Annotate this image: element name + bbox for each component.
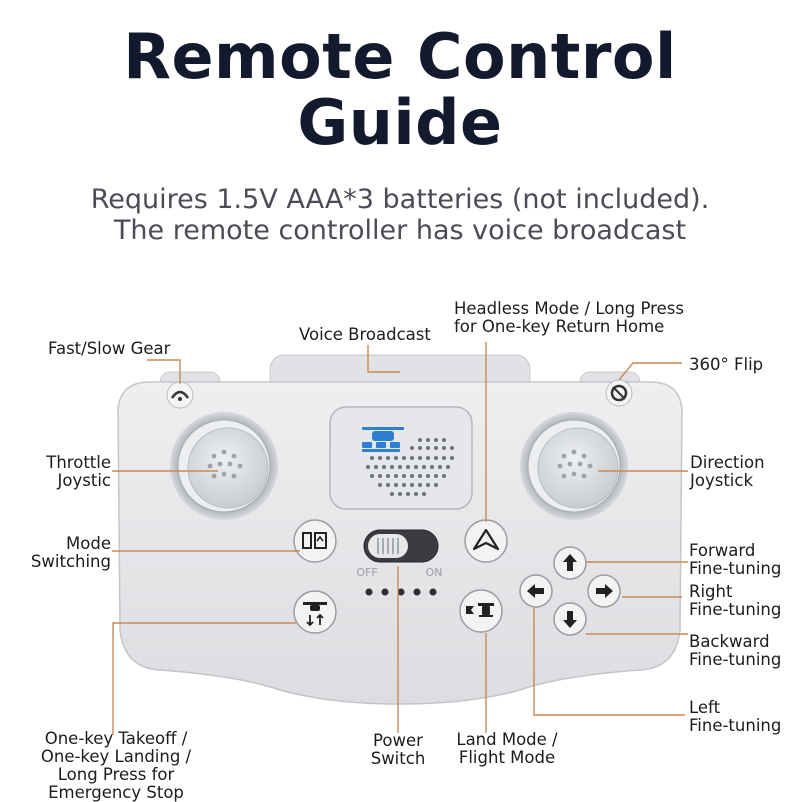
label-takeoff-line1: One-key Takeoff / bbox=[44, 729, 188, 748]
label-left-fine-tuning: Left Fine-tuning bbox=[689, 699, 781, 735]
power-switch bbox=[363, 529, 439, 563]
speaker-panel bbox=[329, 406, 473, 510]
label-forward-line2: Fine-tuning bbox=[689, 559, 782, 578]
label-land-line1: Land Mode / bbox=[456, 730, 558, 749]
label-left-line1: Left bbox=[689, 698, 721, 717]
line-voice bbox=[367, 345, 400, 373]
label-left-line2: Fine-tuning bbox=[689, 716, 782, 735]
label-land-mode: Land Mode / Flight Mode bbox=[446, 731, 568, 767]
label-land-line2: Flight Mode bbox=[458, 748, 556, 767]
mode-switch-button bbox=[293, 519, 337, 563]
drone-logo-icon bbox=[362, 427, 404, 452]
label-360-flip: 360° Flip bbox=[689, 355, 764, 374]
page-title-line2: Guide bbox=[297, 86, 503, 159]
label-power-line2: Switch bbox=[370, 749, 426, 768]
label-throttle-joystic: Throttle Joystic bbox=[46, 454, 111, 490]
label-direction-line2: Joystick bbox=[690, 471, 754, 490]
label-right-line1: Right bbox=[689, 582, 733, 601]
switch-on-label: ON bbox=[426, 566, 443, 579]
label-takeoff-line3: Long Press for bbox=[57, 765, 175, 784]
label-headless-line2: for One-key Return Home bbox=[454, 317, 665, 336]
throttle-joystick bbox=[170, 412, 278, 520]
label-headless-mode: Headless Mode / Long Press for One-key R… bbox=[454, 300, 684, 336]
label-power-line1: Power bbox=[373, 731, 423, 750]
label-forward-fine-tuning: Forward Fine-tuning bbox=[689, 542, 781, 578]
speaker-grille-icon bbox=[366, 438, 454, 496]
label-headless-line1: Headless Mode / Long Press bbox=[454, 299, 684, 318]
line-flip bbox=[618, 362, 682, 381]
line-left bbox=[533, 608, 685, 716]
label-backward-line1: Backward bbox=[689, 632, 770, 651]
indicator-lights bbox=[365, 588, 437, 596]
callout-lines bbox=[112, 342, 688, 735]
label-mode-line1: Mode bbox=[66, 534, 111, 553]
headless-mode-button bbox=[464, 519, 508, 563]
label-throttle-line1: Throttle bbox=[46, 453, 111, 472]
label-power-switch: Power Switch bbox=[358, 732, 438, 768]
line-takeoff bbox=[112, 622, 296, 735]
label-fast-slow-gear: Fast/Slow Gear bbox=[48, 339, 171, 358]
label-mode-switching: Mode Switching bbox=[31, 535, 111, 571]
label-forward-line1: Forward bbox=[689, 541, 756, 560]
label-right-line2: Fine-tuning bbox=[689, 600, 782, 619]
label-backward-fine-tuning: Backward Fine-tuning bbox=[689, 633, 781, 669]
takeoff-landing-button bbox=[293, 590, 337, 634]
line-fast-slow bbox=[147, 359, 181, 384]
forward-trim-button bbox=[553, 546, 587, 580]
label-takeoff-line4: Emergency Stop bbox=[48, 783, 184, 802]
subtitle-batteries: Requires 1.5V AAA*3 batteries (not inclu… bbox=[90, 184, 710, 215]
label-right-fine-tuning: Right Fine-tuning bbox=[689, 583, 781, 619]
label-throttle-line2: Joystic bbox=[57, 471, 111, 490]
label-takeoff-landing: One-key Takeoff / One-key Landing / Long… bbox=[32, 730, 200, 802]
direction-joystick bbox=[520, 412, 628, 520]
switch-off-label: OFF bbox=[356, 566, 377, 579]
label-voice-broadcast: Voice Broadcast bbox=[299, 325, 431, 344]
flip-button bbox=[605, 379, 633, 407]
label-takeoff-line2: One-key Landing / bbox=[40, 747, 192, 766]
speed-gear-button bbox=[166, 381, 194, 409]
page-title: Remote Control bbox=[123, 20, 677, 93]
label-backward-line2: Fine-tuning bbox=[689, 650, 782, 669]
label-direction-line1: Direction bbox=[690, 453, 765, 472]
backward-trim-button bbox=[553, 602, 587, 636]
label-mode-line2: Switching bbox=[30, 552, 111, 571]
label-direction-joystick: Direction Joystick bbox=[690, 454, 765, 490]
land-mode-button bbox=[459, 589, 503, 633]
subtitle-voice: The remote controller has voice broadcas… bbox=[113, 215, 687, 246]
left-trim-button bbox=[519, 574, 553, 608]
right-trim-button bbox=[587, 574, 621, 608]
